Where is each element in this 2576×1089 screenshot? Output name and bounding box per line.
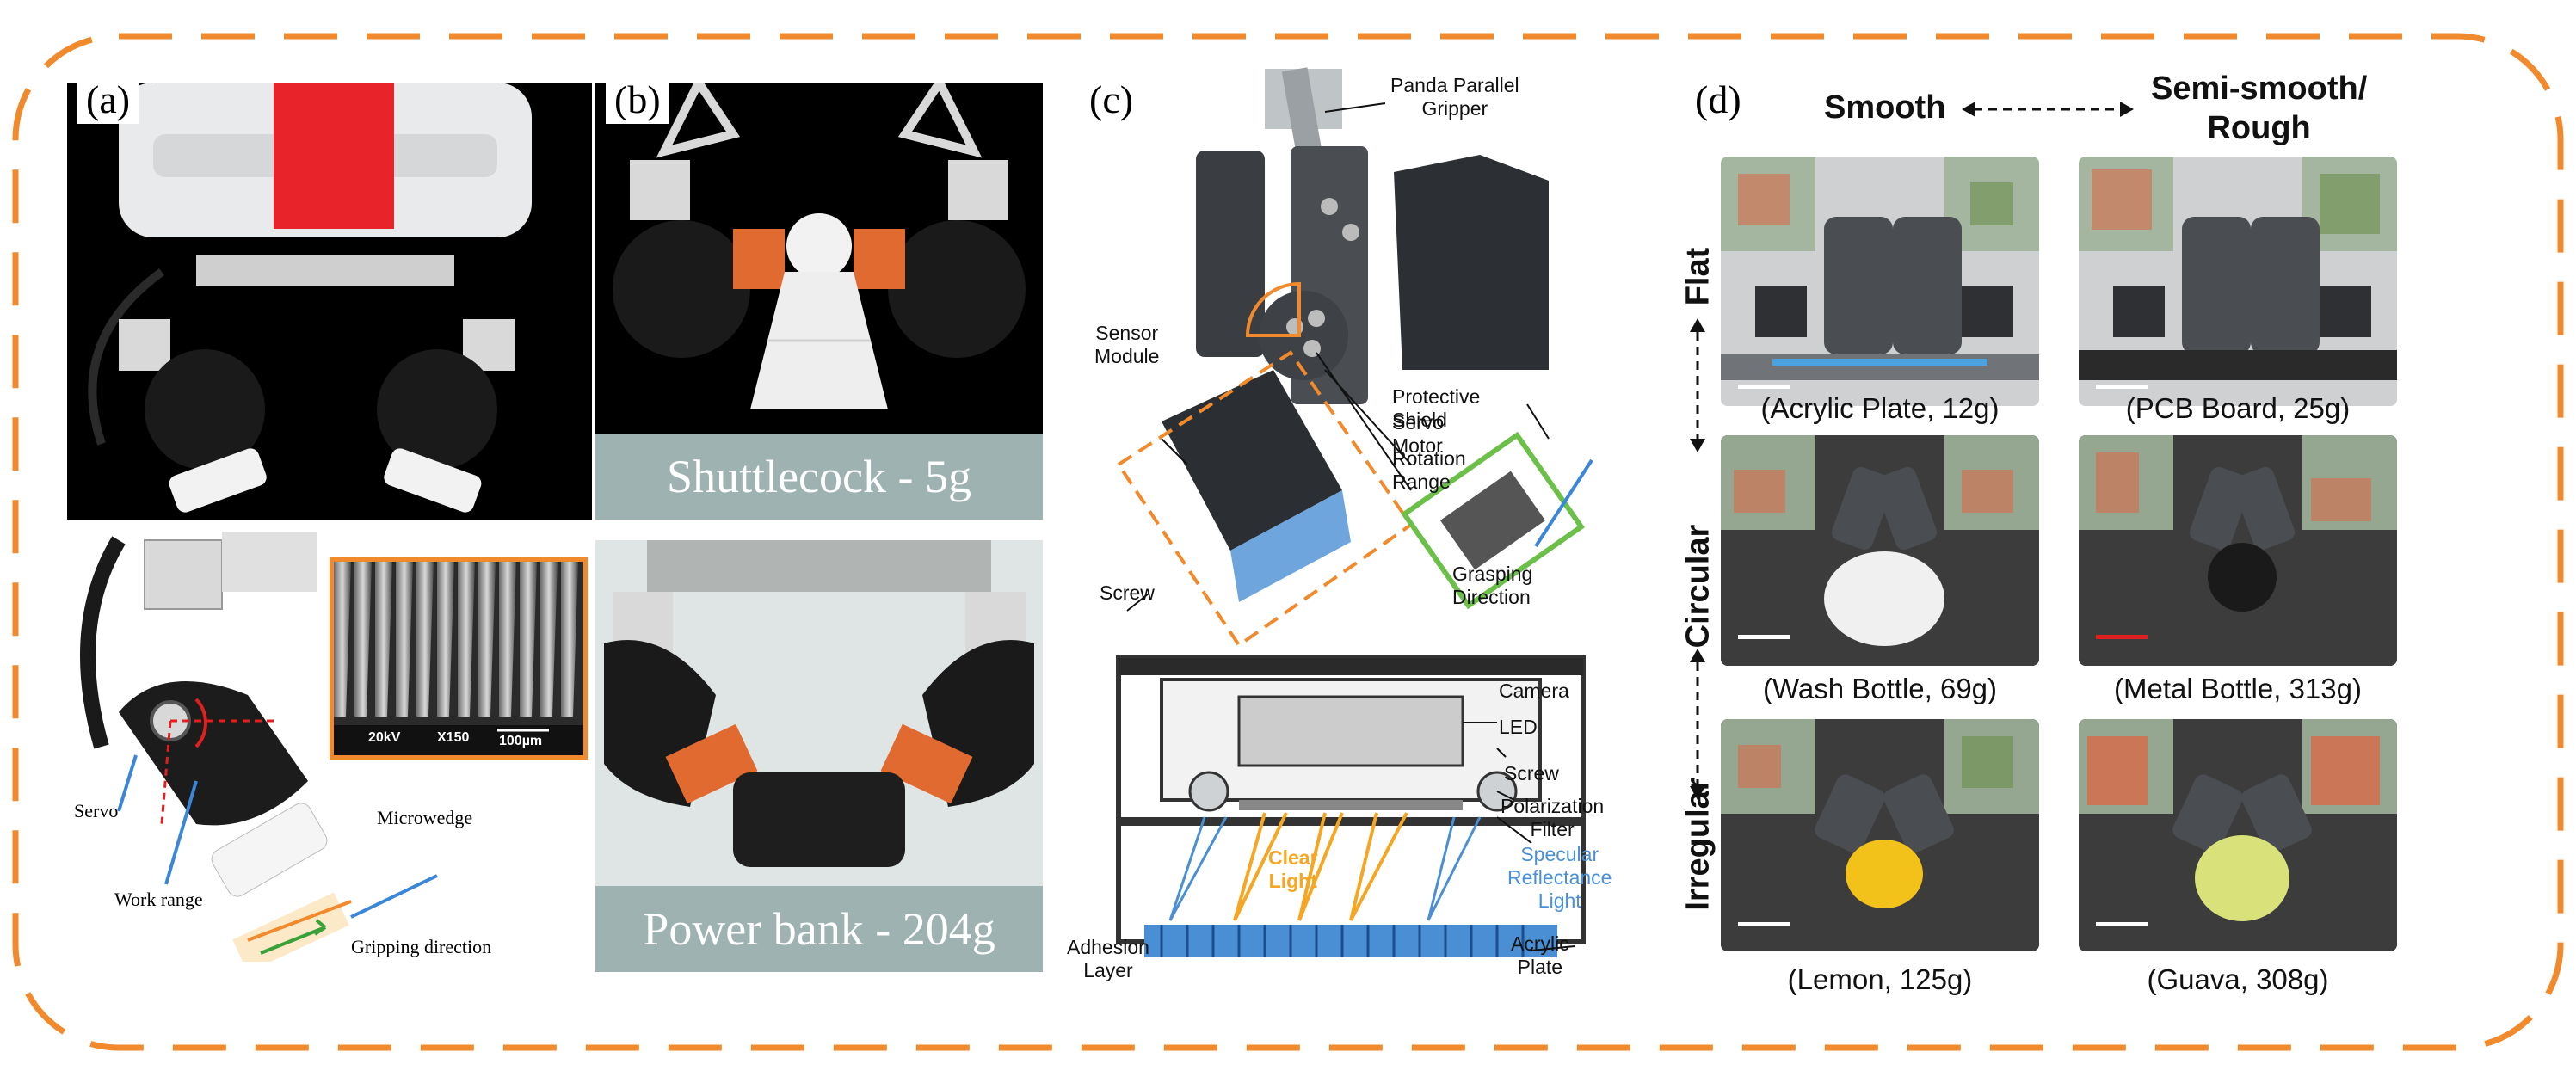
label-clear-light: Clear Light — [1268, 846, 1318, 892]
label-screw-bottom: Screw — [1504, 762, 1559, 784]
tile-acrylic-plate — [1721, 157, 2039, 406]
label-panda-gripper: Panda Parallel Gripper — [1390, 74, 1519, 120]
label-specular-light: Specular Reflectance Light — [1507, 843, 1612, 912]
panel-b-bottom-photo: Power bank - 204g — [595, 540, 1043, 972]
caption-lemon: (Lemon, 125g) — [1787, 963, 1973, 995]
row-header-flat: Flat — [1679, 247, 1716, 306]
label-screw-top: Screw — [1100, 581, 1155, 604]
tile-guava — [2079, 719, 2397, 951]
label-camera: Camera — [1499, 680, 1569, 702]
panel-a-label: (a) — [77, 76, 139, 124]
panel-a-bottom-photo: 20kV X150 100µm Servo Work range Microwe… — [67, 523, 592, 962]
label-sensor-module: Sensor Module — [1094, 322, 1160, 367]
label-rotation-range: Rotation Range — [1392, 447, 1466, 493]
sem-mag: X150 — [437, 730, 470, 745]
panel-b-top-photo: Shuttlecock - 5g — [595, 83, 1043, 520]
tile-metal-bottle — [2079, 435, 2397, 666]
tile-pcb-board — [2079, 157, 2397, 406]
caption-wash-bottle: (Wash Bottle, 69g) — [1762, 673, 1998, 704]
label-servo: Servo — [74, 800, 119, 821]
label-acrylic-plate: Acrylic Plate — [1511, 932, 1569, 978]
sem-scale: 100µm — [499, 734, 543, 748]
label-grasping-direction: Grasping Direction — [1452, 563, 1533, 608]
panel-d-label: (d) — [1686, 76, 1750, 124]
caption-metal-bottle: (Metal Bottle, 313g) — [2114, 673, 2362, 704]
sem-inset: 20kV X150 100µm — [330, 557, 588, 760]
caption-guava: (Guava, 308g) — [2147, 963, 2329, 995]
label-gripping-direction: Gripping direction — [351, 936, 492, 957]
vertical-double-arrow — [1690, 318, 1705, 800]
label-work-range: Work range — [114, 889, 203, 910]
label-protective-shield: Protective Shield — [1392, 385, 1481, 431]
panel-c-label: (c) — [1086, 76, 1137, 124]
label-polarization-filter: Polarization Filter — [1501, 795, 1605, 840]
panel-a-top-photo — [67, 83, 592, 520]
label-microwedge: Microwedge — [377, 807, 473, 828]
tile-lemon — [1721, 719, 2039, 951]
label-adhesion-layer: Adhesion Layer — [1067, 936, 1149, 981]
caption-acrylic-plate: (Acrylic Plate, 12g) — [1760, 392, 2000, 424]
caption-power-bank: Power bank - 204g — [595, 886, 1043, 972]
tile-wash-bottle — [1721, 435, 2039, 666]
label-led: LED — [1499, 716, 1538, 738]
col-header-semi-smooth: Semi-smooth/ Rough — [2151, 71, 2368, 146]
sem-kv: 20kV — [368, 730, 401, 745]
col-header-smooth: Smooth — [1824, 89, 1946, 126]
caption-shuttlecock: Shuttlecock - 5g — [595, 434, 1043, 520]
panel-b-label: (b) — [606, 76, 669, 124]
panel-c-diagram — [1116, 67, 1593, 957]
caption-pcb-board: (PCB Board, 25g) — [2125, 392, 2351, 424]
horizontal-double-arrow — [1962, 102, 2134, 117]
label-servo-motor: Servo Motor — [1392, 411, 1445, 457]
